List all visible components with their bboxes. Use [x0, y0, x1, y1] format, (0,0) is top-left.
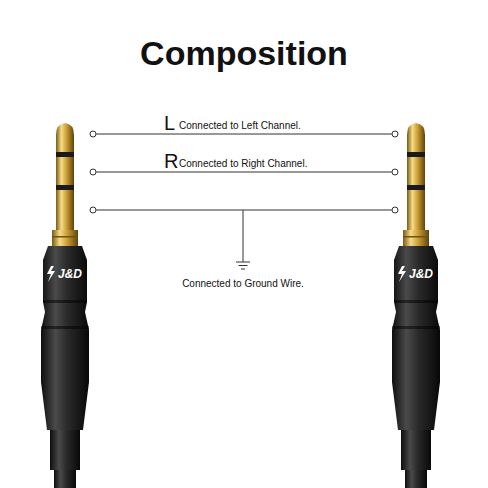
wire-note: Connected to Ground Wire. [182, 279, 304, 289]
ground-wire [96, 210, 392, 211]
brand-logo: J&D [409, 268, 433, 280]
diagram-title: Composition [140, 36, 348, 70]
right-plug [392, 123, 440, 488]
channel-letter: R [164, 151, 178, 171]
ground-symbol [241, 269, 245, 270]
channel-letter: L [164, 113, 175, 133]
logo-bolt [398, 266, 406, 282]
contact-dot [392, 131, 398, 137]
contact-dot [392, 207, 398, 213]
contact-dot [90, 131, 96, 137]
ground-symbol [239, 265, 248, 266]
contact-dot [90, 207, 96, 213]
logo-bolt [47, 266, 55, 282]
wire-note: Connected to Right Channel. [179, 159, 307, 169]
right-channel-wire [96, 172, 392, 173]
wire-note: Connected to Left Channel. [179, 121, 301, 131]
left-channel-wire [96, 134, 392, 135]
contact-dot [392, 169, 398, 175]
ground-lead [243, 210, 244, 262]
left-plug [41, 123, 89, 488]
brand-logo: J&D [58, 268, 82, 280]
contact-dot [90, 169, 96, 175]
ground-symbol [236, 262, 250, 263]
